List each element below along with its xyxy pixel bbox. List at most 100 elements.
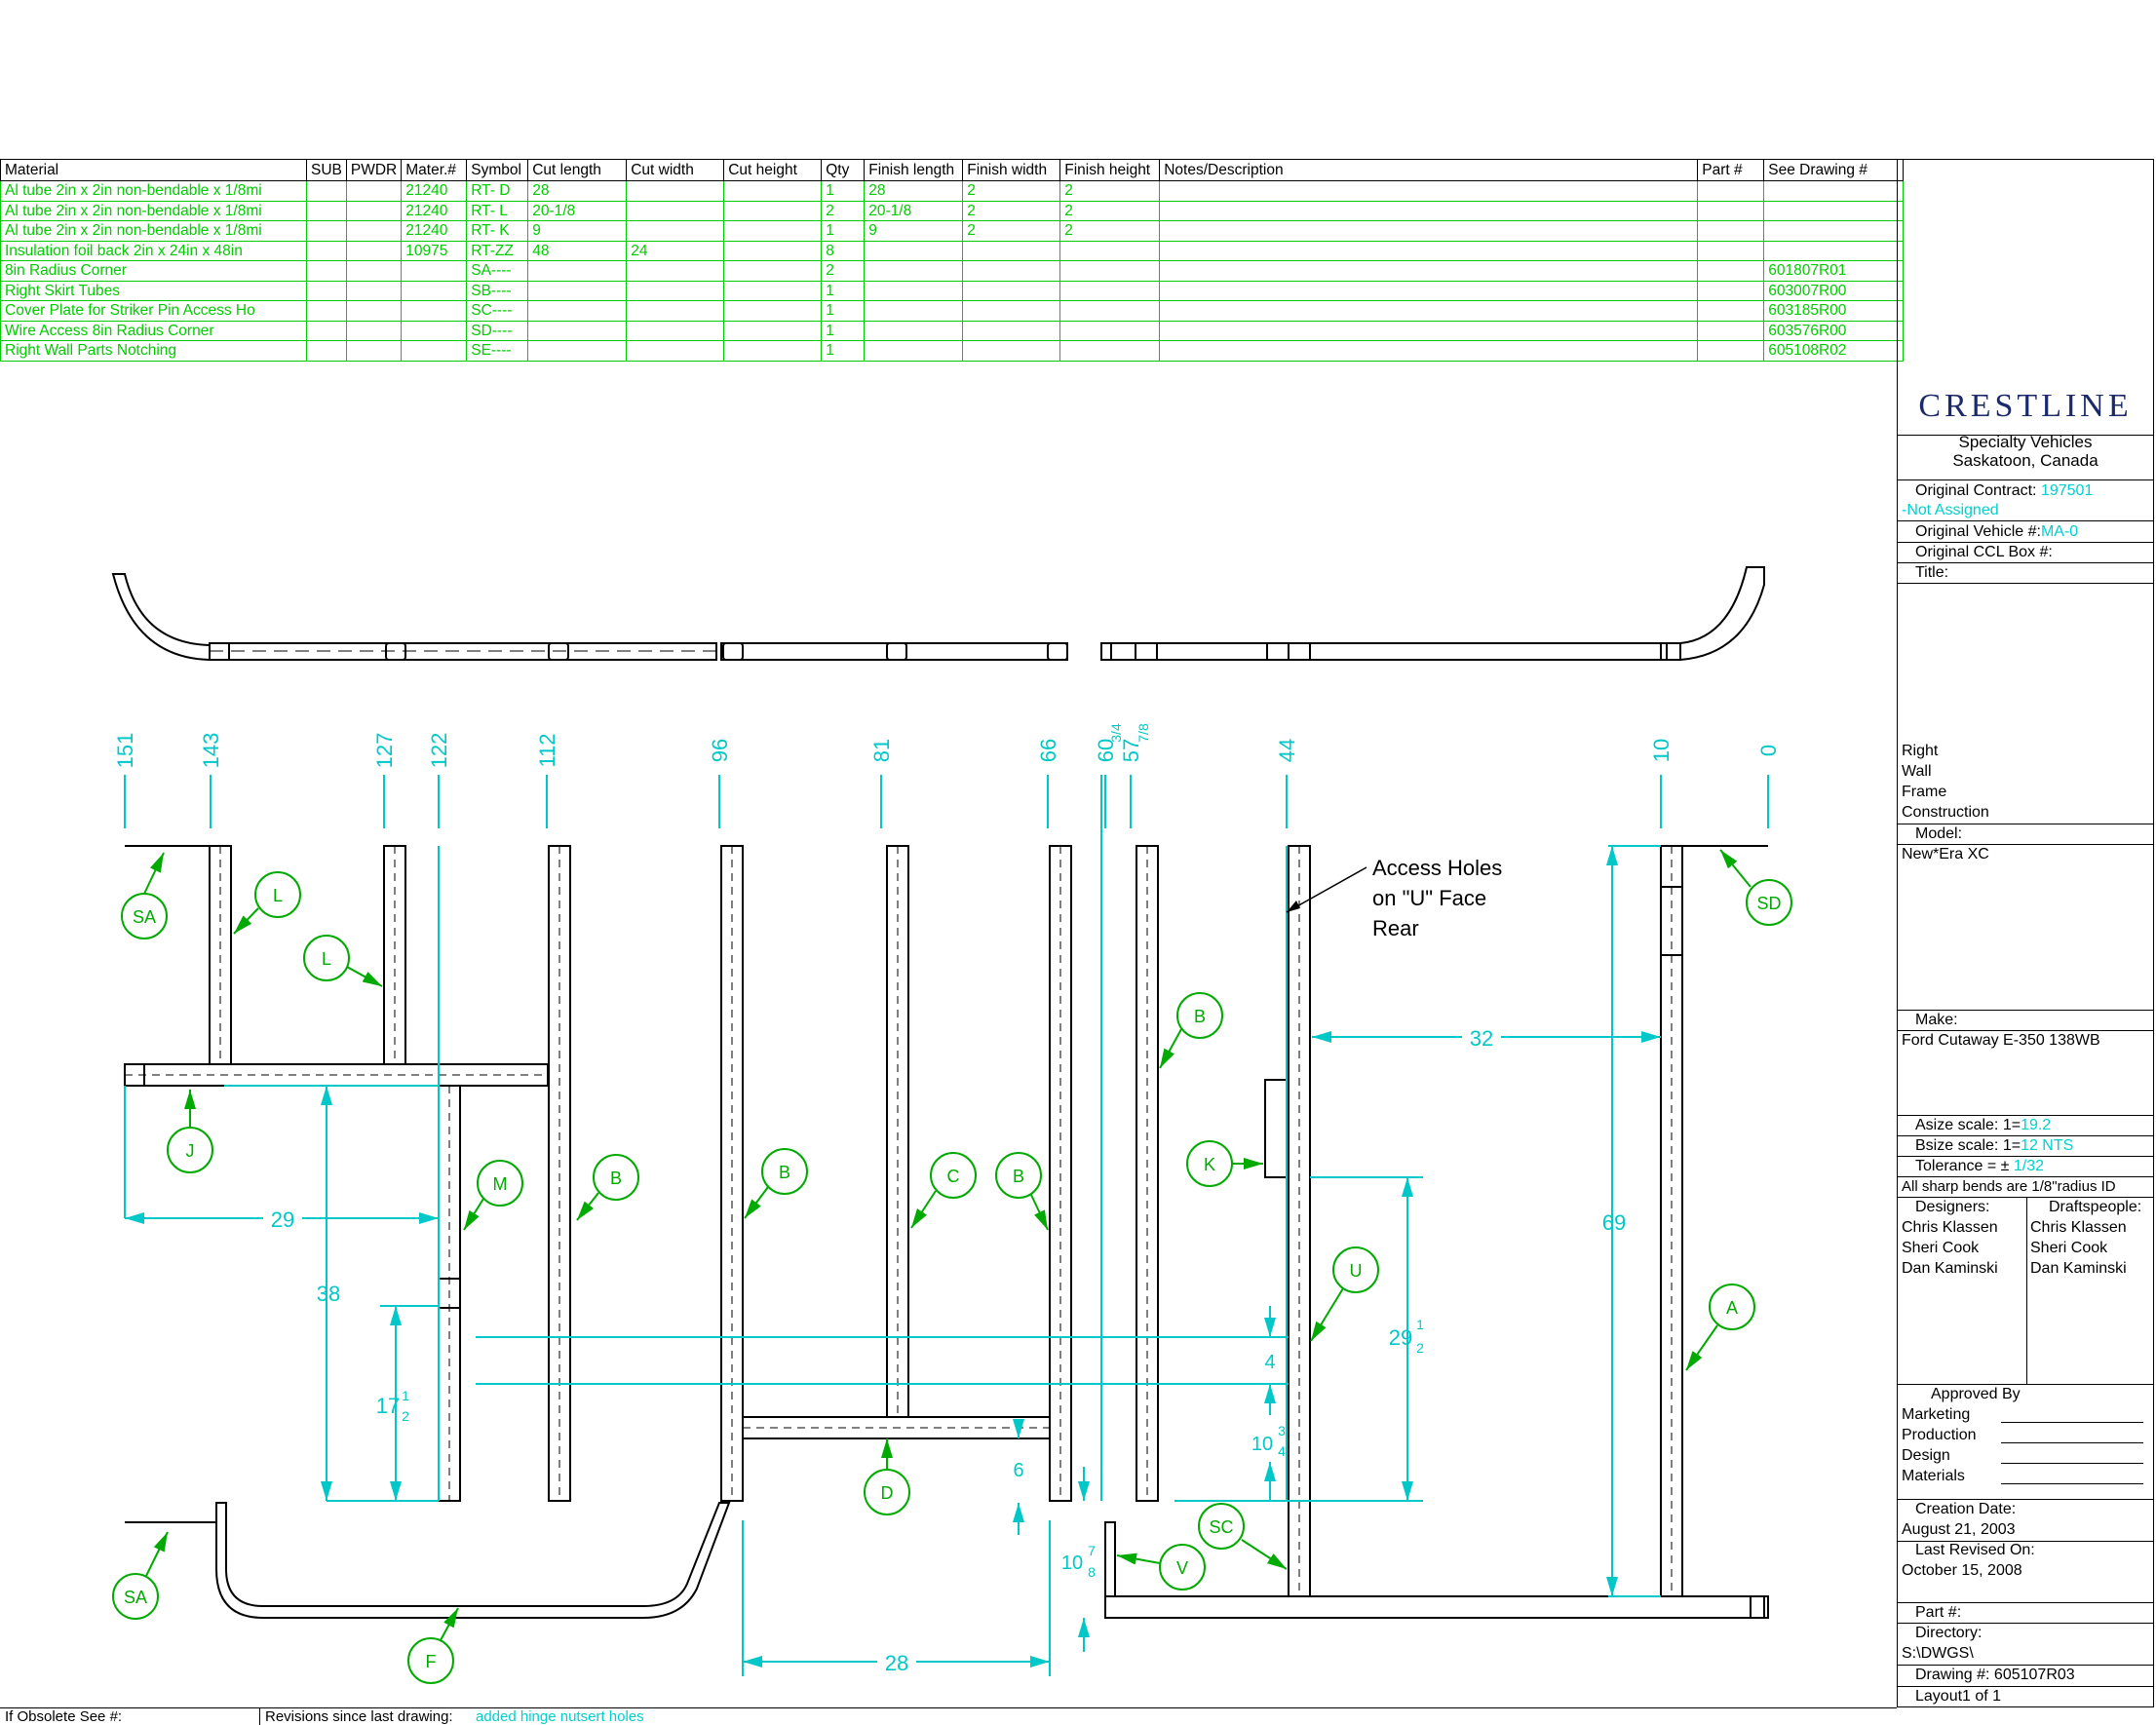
make-value: Ford Cutaway E-350 138WB <box>1902 1032 2100 1049</box>
title-line-2: Wall <box>1902 763 1932 780</box>
callout-label: D <box>881 1483 894 1503</box>
table-cell: Al tube 2in x 2in non-bendable x 1/8mi <box>0 220 307 242</box>
top-dimension-label: 122 <box>427 733 451 769</box>
top-dimension-label: 66 <box>1036 739 1060 762</box>
asize-label: Asize scale: 1= <box>1915 1117 2021 1133</box>
table-cell: 603576R00 <box>1763 320 1905 341</box>
draftsperson-3: Dan Kaminski <box>2030 1260 2127 1277</box>
top-dimension-label: 112 <box>535 733 559 767</box>
asize-value: 19.2 <box>2021 1117 2052 1133</box>
svg-text:6: 6 <box>1013 1460 1023 1481</box>
annotation-line-2: on "U" Face <box>1372 886 1486 910</box>
top-dimension-label: 0 <box>1756 745 1781 756</box>
original-contract-label: Original Contract: <box>1915 482 2037 499</box>
callout-label: F <box>426 1652 437 1671</box>
title-line-3: Frame <box>1902 784 1947 800</box>
crestline-logo: CRESTLINE <box>1918 388 2133 424</box>
dimension-text: 32 29 38 17 1 2 69 29 1 2 4 10 3 4 6 10 … <box>263 1023 1626 1676</box>
table-cell: 603185R00 <box>1763 300 1905 322</box>
svg-text:4: 4 <box>1278 1443 1286 1459</box>
model-value: New*Era XC <box>1902 846 1989 862</box>
front-elevation <box>124 845 1769 1619</box>
table-cell: RT- D <box>466 180 529 202</box>
bom-header-cell: PWDR <box>345 159 403 181</box>
svg-text:4: 4 <box>1264 1352 1275 1373</box>
tolerance-label: Tolerance = ± <box>1915 1158 2010 1174</box>
svg-text:1: 1 <box>1416 1317 1424 1332</box>
original-vehicle-value: MA-0 <box>2040 523 2079 540</box>
table-cell: Insulation foil back 2in x 24in x 48in <box>0 240 307 261</box>
svg-text:29: 29 <box>1389 1325 1412 1350</box>
callout-label: B <box>779 1163 790 1182</box>
directory-label: Directory: <box>1915 1625 1983 1641</box>
title-line-4: Construction <box>1902 804 1989 821</box>
svg-text:1: 1 <box>402 1388 409 1403</box>
svg-text:29: 29 <box>271 1208 294 1232</box>
bom-header-cell: Material <box>0 159 307 181</box>
top-dimension-label: 127 <box>372 733 397 769</box>
callout-label: C <box>947 1167 960 1186</box>
bom-header-cell: Cut height <box>723 159 823 181</box>
bom-header-cell: Mater.# <box>401 159 468 181</box>
bom-header-cell: Cut width <box>626 159 725 181</box>
top-dimension-label: 151 <box>113 733 137 769</box>
annotation-line-1: Access Holes <box>1372 856 1502 880</box>
last-revised-label: Last Revised On: <box>1915 1542 2035 1558</box>
top-dimension-label: 143 <box>199 733 223 769</box>
footer-bar: If Obsolete See #: Revisions since last … <box>0 1707 1897 1725</box>
top-dimension-label: 60 <box>1094 739 1118 762</box>
draftsperson-1: Chris Klassen <box>2030 1219 2127 1236</box>
bends-note: All sharp bends are 1/8"radius ID <box>1902 1178 2116 1195</box>
access-holes-annotation: Access Holes on "U" Face Rear <box>1286 856 1502 940</box>
approver-design: Design <box>1902 1447 1950 1464</box>
callout-label: J <box>186 1141 195 1161</box>
svg-text:28: 28 <box>885 1651 908 1675</box>
callout-label: B <box>1194 1007 1206 1026</box>
directory-value: S:\DWGS\ <box>1902 1645 1974 1662</box>
callout-label: B <box>1013 1167 1024 1186</box>
top-dimension-fraction: 3/4 <box>1108 723 1124 743</box>
last-revised-value: October 15, 2008 <box>1902 1562 2022 1579</box>
designers-label: Designers: <box>1915 1199 1990 1215</box>
table-cell: 605108R02 <box>1763 340 1905 362</box>
original-ccl-label: Original CCL Box #: <box>1915 544 2053 560</box>
callout-label: L <box>273 886 283 905</box>
svg-text:38: 38 <box>317 1282 340 1306</box>
annotation-line-3: Rear <box>1372 916 1419 940</box>
draftspeople-label: Draftspeople: <box>2049 1199 2142 1215</box>
svg-text:8: 8 <box>1088 1564 1096 1580</box>
table-cell <box>345 340 403 362</box>
top-dimension-label: 96 <box>708 739 732 762</box>
designer-3: Dan Kaminski <box>1902 1260 1998 1277</box>
draftsperson-2: Sheri Cook <box>2030 1240 2108 1256</box>
table-cell: RT- K <box>466 220 529 242</box>
bsize-label: Bsize scale: 1= <box>1915 1137 2021 1154</box>
callout-label: L <box>322 949 331 969</box>
creation-date-value: August 21, 2003 <box>1902 1521 2016 1538</box>
make-label: Make: <box>1915 1012 1958 1028</box>
svg-text:10: 10 <box>1251 1434 1273 1455</box>
bom-header-cell: See Drawing # <box>1763 159 1905 181</box>
company-line-2: Saskatoon, Canada <box>1952 451 2098 470</box>
table-cell: Right Wall Parts Notching <box>0 340 307 362</box>
dimension-lines <box>124 775 1661 1676</box>
callout-label: SD <box>1756 894 1781 913</box>
original-contract-value: 197501 <box>2040 482 2094 499</box>
bsize-value: 12 NTS <box>2021 1137 2074 1154</box>
top-dimension-label: 57 <box>1119 739 1143 762</box>
callout-label: SC <box>1209 1517 1233 1537</box>
svg-text:2: 2 <box>1416 1340 1424 1356</box>
company-line-1: Specialty Vehicles <box>1958 433 2093 451</box>
top-dimension-label: 81 <box>869 739 894 762</box>
layout-label: Layout1 of 1 <box>1915 1688 2002 1705</box>
callout-label: K <box>1204 1155 1215 1174</box>
top-dimension-ruler <box>124 775 1769 828</box>
table-cell: 1 <box>821 340 866 362</box>
title-line-1: Right <box>1902 743 1939 759</box>
